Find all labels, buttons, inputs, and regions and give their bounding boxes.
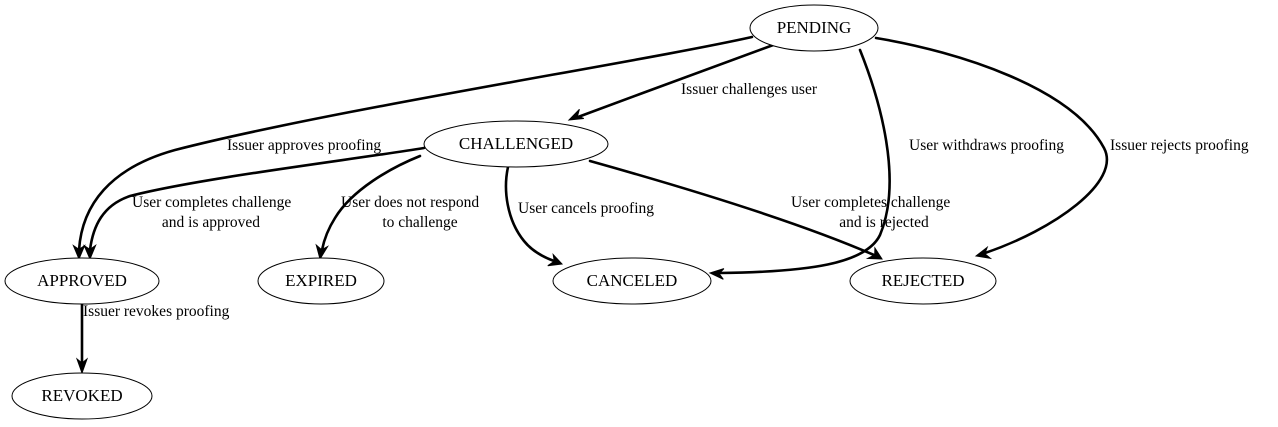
node-rejected-ellipse[interactable] (849, 257, 997, 305)
edge-approved-revoked-arrowhead (75, 357, 89, 375)
edge-label-challenged-expired-line1: User does not respond (341, 194, 479, 211)
node-expired[interactable]: EXPIRED (257, 257, 385, 305)
edge-pending-canceled-path (717, 48, 891, 275)
edge-pending-canceled-arrowhead (708, 268, 725, 280)
edge-label-pending-challenged: Issuer challenges user (681, 81, 818, 98)
edge-label-pending-approved: Issuer approves proofing (227, 137, 381, 154)
edge-pending-approved-path (77, 35, 754, 252)
node-approved[interactable]: APPROVED (4, 257, 160, 305)
node-rejected[interactable]: REJECTED (849, 257, 997, 305)
edge-approved-revoked: Issuer revokes proofing (75, 302, 230, 375)
edge-pending-rejected-arrowhead (974, 245, 993, 260)
edge-challenged-expired-path (320, 154, 422, 252)
edge-label-challenged-approved-line2: and is approved (162, 214, 260, 231)
node-pending[interactable]: PENDING (749, 4, 879, 52)
edge-challenged-expired-arrowhead (315, 243, 329, 261)
edge-challenged-rejected-path (588, 159, 876, 257)
edge-pending-approved-arrowhead (72, 244, 86, 261)
node-challenged-label: CHALLENGED (459, 134, 573, 153)
node-revoked-ellipse[interactable] (11, 372, 153, 420)
edge-pending-rejected-path (874, 36, 1108, 255)
node-rejected-label: REJECTED (881, 271, 964, 290)
node-challenged-ellipse[interactable] (423, 120, 609, 168)
edge-challenged-canceled: User cancels proofing (504, 165, 654, 267)
edge-challenged-rejected-arrowhead (865, 246, 883, 260)
edge-label-challenged-canceled: User cancels proofing (518, 200, 654, 217)
edge-label-pending-rejected: Issuer rejects proofing (1110, 137, 1249, 154)
edge-pending-challenged: Issuer challenges user (567, 42, 818, 121)
node-approved-ellipse[interactable] (4, 257, 160, 305)
edge-challenged-expired: User does not respond to challenge (315, 154, 479, 261)
edge-challenged-approved-arrowhead (83, 243, 97, 261)
node-canceled-ellipse[interactable] (552, 257, 712, 305)
edge-pending-challenged-path (576, 42, 778, 119)
edge-challenged-canceled-path (504, 165, 556, 263)
edge-label-challenged-expired-line2: to challenge (382, 214, 457, 231)
node-approved-label: APPROVED (37, 271, 127, 290)
edge-pending-approved: Issuer approves proofing (72, 35, 754, 261)
edge-pending-rejected: Issuer rejects proofing (874, 36, 1249, 260)
node-expired-ellipse[interactable] (257, 257, 385, 305)
edge-challenged-approved-path (88, 146, 426, 252)
node-revoked-label: REVOKED (41, 386, 122, 405)
node-canceled[interactable]: CANCELED (552, 257, 712, 305)
edge-pending-canceled: User withdraws proofing (708, 48, 1064, 280)
edge-label-challenged-rejected-line1: User completes challenge (791, 194, 950, 211)
edge-label-pending-canceled: User withdraws proofing (909, 137, 1064, 154)
edge-challenged-approved: User completes challenge and is approved (83, 146, 426, 261)
edge-challenged-canceled-arrowhead (547, 253, 564, 267)
node-revoked[interactable]: REVOKED (11, 372, 153, 420)
node-pending-label: PENDING (777, 18, 852, 37)
node-expired-label: EXPIRED (285, 271, 357, 290)
edge-label-challenged-approved-line1: User completes challenge (132, 194, 291, 211)
node-canceled-label: CANCELED (587, 271, 678, 290)
node-pending-ellipse[interactable] (749, 4, 879, 52)
edge-label-approved-revoked: Issuer revokes proofing (83, 303, 230, 320)
edge-pending-challenged-arrowhead (567, 108, 584, 121)
node-challenged[interactable]: CHALLENGED (423, 120, 609, 168)
